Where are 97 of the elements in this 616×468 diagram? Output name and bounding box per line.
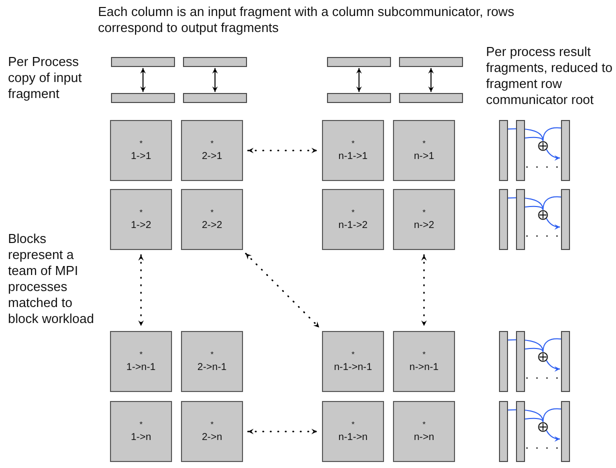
process-block xyxy=(393,120,455,181)
side-note: Per process result fragments, reduced to fragment row communicator root xyxy=(486,44,614,108)
asterisk-mark: * xyxy=(139,420,143,428)
block-label: n->n xyxy=(414,432,434,444)
block-label: n->2 xyxy=(414,220,434,232)
block-label: 1->n-1 xyxy=(126,362,156,374)
process-block xyxy=(322,120,384,181)
process-block xyxy=(181,189,243,250)
result-fragment-bar xyxy=(516,401,525,462)
block-label: n-1->1 xyxy=(338,150,368,162)
connector-line xyxy=(524,418,544,422)
asterisk-mark: * xyxy=(422,420,426,428)
block-label: n-1->2 xyxy=(338,220,368,232)
process-block xyxy=(181,331,243,392)
asterisk-mark: * xyxy=(422,138,426,148)
asterisk-mark: * xyxy=(210,208,214,216)
result-fragment-bar xyxy=(561,401,570,462)
process-block xyxy=(393,401,455,462)
process-block xyxy=(110,331,172,392)
result-fragment-bar xyxy=(499,120,508,181)
asterisk-mark: * xyxy=(210,420,214,428)
block-label: 2->n-1 xyxy=(197,362,227,374)
fragment-bar xyxy=(327,57,391,67)
fragment-bar xyxy=(183,93,247,103)
connector-line xyxy=(542,196,562,210)
asterisk-mark: * xyxy=(210,138,214,148)
arrow xyxy=(546,149,560,161)
sum-circle xyxy=(538,422,548,432)
double-arrow xyxy=(212,68,218,92)
arrow xyxy=(546,360,560,372)
fragment-bar xyxy=(111,93,175,103)
double-arrow xyxy=(140,68,146,92)
asterisk-mark: * xyxy=(210,350,214,358)
result-fragment-bar xyxy=(561,120,570,181)
fragment-bar xyxy=(111,57,175,67)
block-label: 1->n xyxy=(130,432,152,444)
heading-note: Each column is an input fragment with a column subcommunicator, rows correspond to output fragments xyxy=(98,4,516,36)
block-label: 2->2 xyxy=(202,220,222,232)
block-label: 2->n xyxy=(202,432,222,444)
side-note: Per Process copy of input fragment xyxy=(8,54,83,102)
asterisk-mark: * xyxy=(351,350,355,358)
block-label: 2->1 xyxy=(202,150,222,162)
double-arrow xyxy=(247,148,318,154)
result-fragment-bar xyxy=(499,189,508,250)
double-arrow xyxy=(247,428,318,434)
sum-circle xyxy=(538,352,548,362)
result-fragment-bar xyxy=(561,189,570,250)
connector-line xyxy=(524,348,544,352)
connector-line xyxy=(542,338,562,352)
double-arrow xyxy=(356,68,362,92)
arrow xyxy=(546,430,560,442)
connector-line xyxy=(542,408,562,422)
connector-line xyxy=(524,206,544,210)
sum-circle xyxy=(538,141,548,151)
process-block xyxy=(110,189,172,250)
asterisk-mark: * xyxy=(139,350,143,358)
double-arrow xyxy=(138,254,144,327)
asterisk-mark: * xyxy=(351,208,355,216)
process-block xyxy=(181,401,243,462)
block-label: n->1 xyxy=(414,150,434,162)
process-block xyxy=(181,120,243,181)
process-block xyxy=(393,189,455,250)
asterisk-mark: * xyxy=(351,138,355,148)
process-block xyxy=(393,331,455,392)
process-block xyxy=(322,189,384,250)
block-label: 1->2 xyxy=(130,220,152,232)
block-label: n-1->n xyxy=(338,432,368,444)
double-arrow xyxy=(245,252,320,328)
fragment-bar xyxy=(399,57,463,67)
block-label: n-1->n-1 xyxy=(334,362,372,374)
arrow xyxy=(546,218,560,230)
sum-circle xyxy=(538,210,548,220)
asterisk-mark: * xyxy=(139,138,143,148)
asterisk-mark: * xyxy=(351,420,355,428)
process-block xyxy=(322,331,384,392)
fragment-bar xyxy=(327,93,391,103)
block-label: n->n-1 xyxy=(409,362,439,374)
process-block xyxy=(110,401,172,462)
process-block xyxy=(110,120,172,181)
connector-line xyxy=(524,136,544,142)
fragment-bar xyxy=(399,93,463,103)
double-arrow xyxy=(428,68,434,92)
process-block xyxy=(322,401,384,462)
connector-line xyxy=(542,127,562,142)
asterisk-mark: * xyxy=(422,350,426,358)
side-note: Blocks represent a team of MPI processes matched to block workload xyxy=(8,231,94,327)
result-fragment-bar xyxy=(499,331,508,392)
result-fragment-bar xyxy=(516,189,525,250)
fragment-bar xyxy=(183,57,247,67)
asterisk-mark: * xyxy=(139,208,143,216)
result-fragment-bar xyxy=(516,120,525,181)
result-fragment-bar xyxy=(499,401,508,462)
result-fragment-bar xyxy=(516,331,525,392)
result-fragment-bar xyxy=(561,331,570,392)
asterisk-mark: * xyxy=(422,208,426,216)
double-arrow xyxy=(421,254,427,327)
block-label: 1->1 xyxy=(130,150,152,162)
